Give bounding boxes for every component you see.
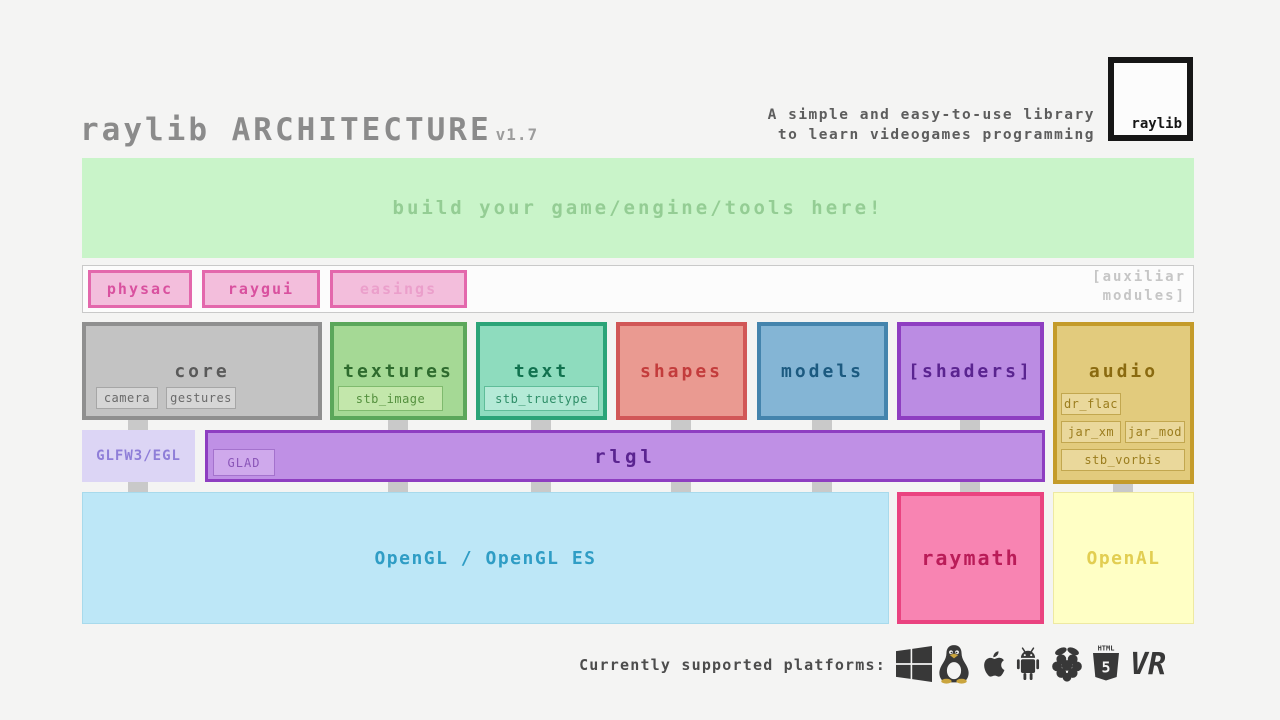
tagline-line1: A simple and easy-to-use library bbox=[767, 107, 1095, 123]
raymath-box: raymath bbox=[897, 492, 1044, 624]
title-version: v1.7 bbox=[495, 125, 539, 144]
glad-tag: GLAD bbox=[213, 449, 275, 476]
aux-module-physac: physac bbox=[88, 270, 192, 308]
textures-tag-stb-image: stb_image bbox=[338, 386, 443, 411]
core-tag-camera: camera bbox=[96, 387, 158, 409]
core-tag-gestures: gestures bbox=[166, 387, 236, 409]
svg-text:VR: VR bbox=[1130, 647, 1166, 682]
aux-module-easings: easings bbox=[330, 270, 467, 308]
svg-text:5: 5 bbox=[1101, 659, 1110, 677]
module-audio-label: audio bbox=[1088, 361, 1159, 382]
aux-easings-label: easings bbox=[359, 280, 438, 298]
tagline-line2: to learn videogames programming bbox=[777, 127, 1095, 143]
android-icon bbox=[1011, 645, 1045, 683]
tagline: A simple and easy-to-use library to lear… bbox=[768, 105, 1095, 145]
rlgl-box: rlgl GLAD bbox=[205, 430, 1045, 482]
module-shapes-label: shapes bbox=[639, 361, 724, 382]
module-models: models bbox=[757, 322, 888, 420]
audio-tag-jar-xm: jar_xm bbox=[1061, 421, 1121, 443]
apple-icon bbox=[976, 646, 1006, 682]
module-shaders-label: [shaders] bbox=[908, 361, 1033, 382]
rlgl-label: rlgl bbox=[594, 446, 656, 468]
platforms-caption: Currently supported platforms: bbox=[579, 656, 886, 674]
raylib-logo: raylib bbox=[1108, 57, 1193, 141]
module-models-label: models bbox=[780, 361, 865, 382]
audio-tag-jar-mod: jar_mod bbox=[1125, 421, 1185, 443]
windows-icon bbox=[896, 646, 932, 682]
build-banner-label: build your game/engine/tools here! bbox=[392, 197, 884, 219]
aux-caption: [auxiliar modules] bbox=[1092, 268, 1186, 306]
opengl-box: OpenGL / OpenGL ES bbox=[82, 492, 889, 624]
aux-module-raygui: raygui bbox=[202, 270, 320, 308]
aux-caption-line2: modules] bbox=[1102, 288, 1186, 304]
audio-tag-stb-vorbis: stb_vorbis bbox=[1061, 449, 1185, 471]
aux-caption-line1: [auxiliar bbox=[1092, 269, 1186, 285]
audio-tag-dr-flac: dr_flac bbox=[1061, 393, 1121, 415]
module-text-label: text bbox=[513, 361, 570, 382]
module-audio: audio dr_flac jar_xm jar_mod stb_vorbis bbox=[1053, 322, 1194, 484]
title-text: raylib ARCHITECTURE bbox=[80, 112, 492, 148]
module-text: text stb_truetype bbox=[476, 322, 607, 420]
platform-icons: HTML 5 VR bbox=[896, 640, 1178, 688]
openal-label: OpenAL bbox=[1086, 547, 1161, 569]
linux-icon bbox=[937, 644, 971, 684]
glfw-egl-box: GLFW3/EGL bbox=[82, 430, 195, 482]
raylib-logo-label: raylib bbox=[1131, 116, 1182, 132]
vr-icon: VR bbox=[1128, 644, 1178, 684]
svg-text:HTML: HTML bbox=[1098, 645, 1115, 653]
module-shapes: shapes bbox=[616, 322, 747, 420]
aux-physac-label: physac bbox=[106, 280, 174, 298]
glfw-egl-label: GLFW3/EGL bbox=[96, 448, 181, 464]
text-tag-stb-truetype: stb_truetype bbox=[484, 386, 599, 411]
module-textures: textures stb_image bbox=[330, 322, 467, 420]
raymath-label: raymath bbox=[921, 546, 1020, 570]
build-banner: build your game/engine/tools here! bbox=[82, 158, 1194, 258]
opengl-label: OpenGL / OpenGL ES bbox=[374, 547, 597, 569]
module-core: core camera gestures bbox=[82, 322, 322, 420]
module-textures-label: textures bbox=[343, 361, 454, 382]
module-shaders: [shaders] bbox=[897, 322, 1044, 420]
openal-box: OpenAL bbox=[1053, 492, 1194, 624]
aux-raygui-label: raygui bbox=[227, 280, 295, 298]
module-core-label: core bbox=[174, 361, 230, 382]
html5-icon: HTML 5 bbox=[1089, 644, 1123, 684]
raspberry-pi-icon bbox=[1050, 645, 1084, 683]
